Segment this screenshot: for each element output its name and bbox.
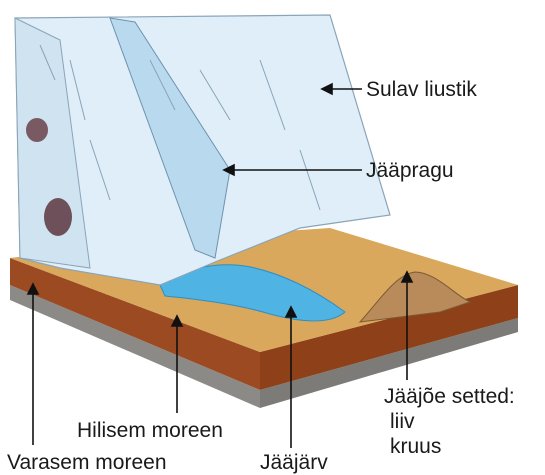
embedded-rock — [26, 118, 48, 142]
label-hilisem-moreen: Hilisem moreen — [77, 420, 223, 441]
label-jaapragu: Jääpragu — [366, 160, 454, 181]
label-jaajarv: Jääjärv — [260, 452, 328, 473]
label-sulav-liustik: Sulav liustik — [366, 79, 477, 100]
label-varasem-moreen: Varasem moreen — [7, 452, 167, 473]
label-liiv: liiv — [390, 411, 415, 432]
label-kruus: kruus — [390, 436, 441, 457]
embedded-rock — [44, 198, 72, 236]
label-jaajoe-setted: Jääjõe setted: — [384, 386, 515, 407]
